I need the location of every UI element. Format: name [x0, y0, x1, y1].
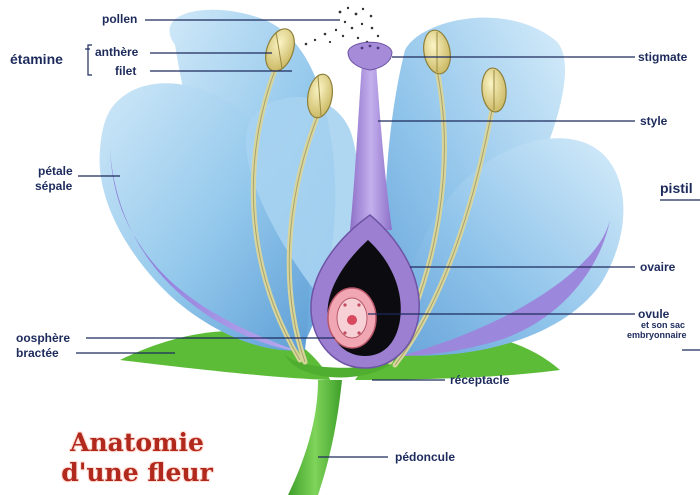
label-bractee: bractée [16, 347, 59, 359]
label-ovaire: ovaire [640, 261, 675, 273]
label-sepale: sépale [35, 180, 72, 192]
label-pistil: pistil [660, 181, 693, 195]
pedoncule-stem [288, 380, 342, 495]
label-style: style [640, 115, 667, 127]
label-anthere: anthère [95, 46, 138, 58]
label-ovule: ovule [638, 308, 669, 320]
label-oosphere: oosphère [16, 332, 70, 344]
label-petale: pétale [38, 165, 73, 177]
title-line-1: Anatomie [52, 428, 222, 458]
pistil-style [350, 62, 392, 230]
pollen-grains [305, 7, 379, 46]
diagram-title: Anatomie d'une fleur [52, 428, 222, 488]
label-stigmate: stigmate [638, 51, 687, 63]
title-line-2: d'une fleur [52, 458, 222, 488]
label-filet: filet [115, 65, 136, 77]
label-pollen: pollen [102, 13, 137, 25]
label-receptacle: réceptacle [450, 374, 509, 386]
oosphere-cell [347, 315, 357, 325]
label-pedoncule: pédoncule [395, 451, 455, 463]
label-etamine: étamine [10, 52, 63, 66]
label-ovule-sub2: embryonnaire [627, 331, 687, 340]
